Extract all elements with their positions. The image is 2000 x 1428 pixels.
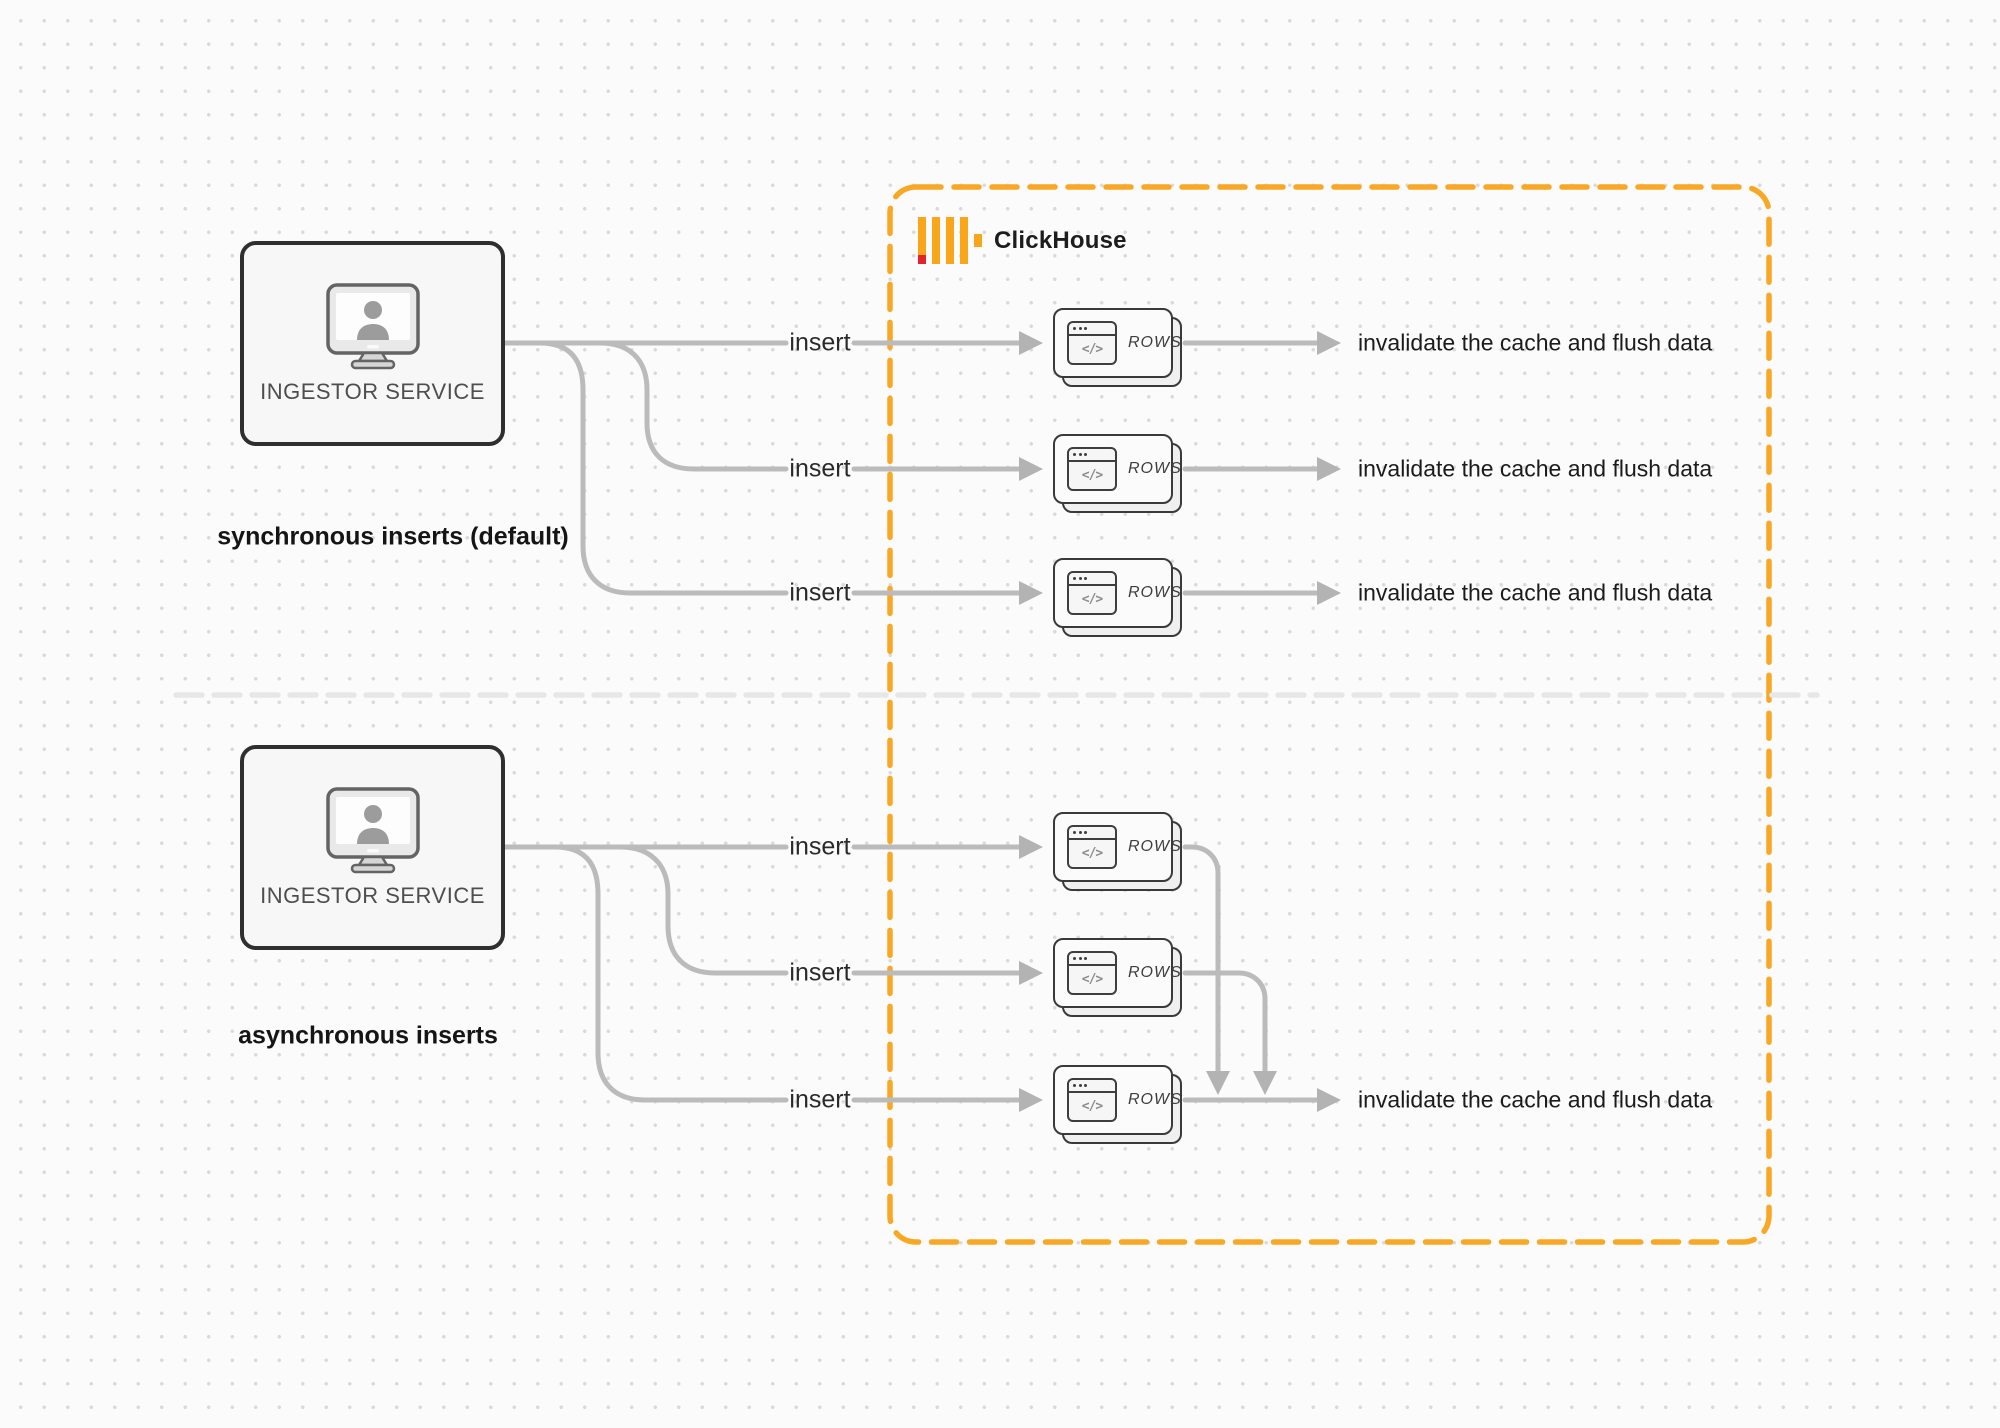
result-label: invalidate the cache and flush data (1358, 579, 1713, 606)
code-glyph: </> (1081, 592, 1103, 607)
rows-card-front: </> ROWS (1053, 558, 1181, 628)
result-label: invalidate the cache and flush data (1358, 329, 1713, 356)
monitor-user-icon (325, 786, 420, 873)
insert-label: insert (789, 454, 851, 483)
rows-card-front: </> ROWS (1053, 1065, 1181, 1135)
async-row3-branch (552, 844, 789, 1103)
code-window-icon: </> (1067, 321, 1117, 365)
code-window-icon: </> (1067, 1078, 1117, 1122)
ingestor-service-box-async: INGESTOR SERVICE (240, 745, 505, 950)
rows-card-front: </> ROWS (1053, 812, 1181, 882)
result-label: invalidate the cache and flush data (1358, 1086, 1713, 1113)
ingestor-service-label: INGESTOR SERVICE (260, 882, 485, 908)
async-merge-from-row2 (1182, 970, 1278, 1096)
insert-label: insert (789, 328, 851, 357)
rows-card: </> ROWS (1053, 558, 1182, 637)
insert-label: insert (789, 1085, 851, 1114)
rows-card: </> ROWS (1053, 308, 1182, 387)
rows-card: </> ROWS (1053, 812, 1182, 891)
code-window-titlebar (1069, 827, 1115, 840)
async-row2-branch (617, 844, 789, 976)
code-glyph: </> (1081, 468, 1103, 483)
code-window-icon: </> (1067, 447, 1117, 491)
sync-row3-branch (537, 340, 789, 596)
code-window-icon: </> (1067, 825, 1117, 869)
rows-label: ROWS (1128, 1091, 1182, 1108)
rows-card: </> ROWS (1053, 1065, 1182, 1144)
rows-label: ROWS (1128, 460, 1182, 477)
rows-label: ROWS (1128, 334, 1182, 351)
clickhouse-title: ClickHouse (994, 226, 1127, 254)
code-glyph: </> (1081, 972, 1103, 987)
code-window-titlebar (1069, 1080, 1115, 1093)
caption-asynchronous: asynchronous inserts (238, 1021, 498, 1050)
rows-card-front: </> ROWS (1053, 938, 1181, 1008)
code-glyph: </> (1081, 342, 1103, 357)
rows-card-front: </> ROWS (1053, 308, 1181, 378)
code-window-titlebar (1069, 323, 1115, 336)
clickhouse-boundary-box (887, 184, 1772, 1245)
code-window-icon: </> (1067, 951, 1117, 995)
async-merge-from-row1 (1182, 844, 1231, 1096)
rows-label: ROWS (1128, 964, 1182, 981)
insert-label: insert (789, 578, 851, 607)
code-glyph: </> (1081, 1099, 1103, 1114)
clickhouse-logo-icon (918, 217, 982, 264)
rows-card: </> ROWS (1053, 938, 1182, 1017)
code-window-titlebar (1069, 449, 1115, 462)
result-label: invalidate the cache and flush data (1358, 455, 1713, 482)
code-window-icon: </> (1067, 571, 1117, 615)
clickhouse-logo: ClickHouse (918, 217, 1127, 264)
connector-lines (502, 330, 1342, 1113)
caption-synchronous: synchronous inserts (default) (217, 522, 569, 551)
rows-card-front: </> ROWS (1053, 434, 1181, 504)
sync-row2-branch (597, 340, 789, 472)
code-window-titlebar (1069, 953, 1115, 966)
ingestor-service-label: INGESTOR SERVICE (260, 378, 485, 404)
insert-label: insert (789, 832, 851, 861)
rows-card: </> ROWS (1053, 434, 1182, 513)
ingestor-service-box-sync: INGESTOR SERVICE (240, 241, 505, 446)
rows-label: ROWS (1128, 838, 1182, 855)
monitor-user-icon (325, 282, 420, 369)
code-glyph: </> (1081, 846, 1103, 861)
insert-label: insert (789, 958, 851, 987)
rows-label: ROWS (1128, 584, 1182, 601)
code-window-titlebar (1069, 573, 1115, 586)
